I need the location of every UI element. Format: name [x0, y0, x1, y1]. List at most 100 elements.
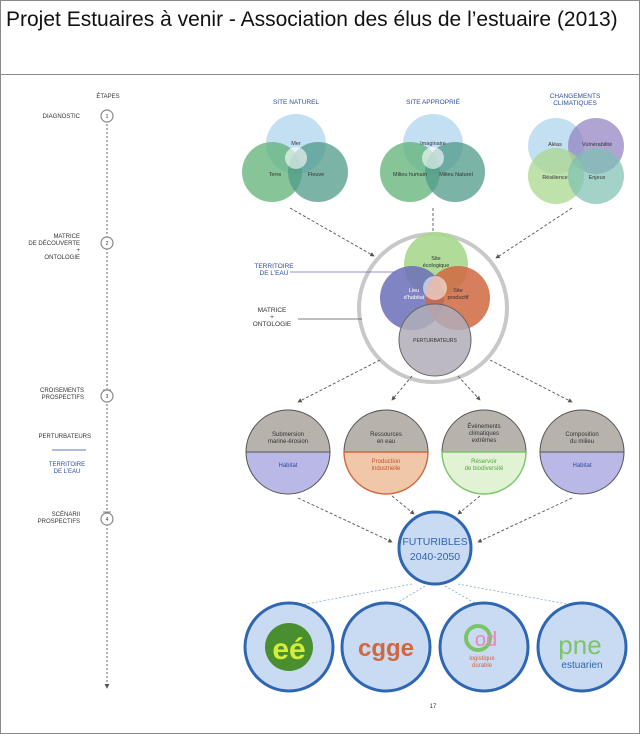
step-label: ONTOLOGIE — [44, 255, 80, 261]
step-number: 4 — [106, 517, 109, 523]
venn-label: Vulnérabilité — [582, 142, 612, 148]
logo-text: od — [475, 629, 497, 651]
territoire-label: DE L’EAU — [54, 469, 81, 475]
crossing-bottom: Production — [372, 459, 401, 465]
step-number: 2 — [106, 241, 109, 247]
set-site-approprie: SITE APPROPRIÉ Imaginaire Milieu humain … — [380, 97, 485, 202]
slide-title: Projet Estuaires à venir - Association d… — [6, 8, 618, 31]
crossing-4: Composition du milieu Habitat — [539, 409, 625, 495]
matrix-diagram: Site écologique Lieu d’habitat Site prod… — [357, 232, 509, 384]
step-number-circle — [100, 236, 114, 250]
logo-pne: pne estuarien — [536, 601, 628, 693]
step-label: DIAGNOSTIC — [43, 114, 81, 120]
crossing-1: Submersion marine-érosion Habitat — [245, 409, 331, 495]
set-title: CLIMATIQUES — [553, 100, 597, 107]
venn-label: Résilience — [542, 175, 567, 181]
matrix-label-left: ONTOLOGIE — [253, 321, 292, 328]
arrow — [477, 497, 573, 543]
crossing-top: Ressources — [370, 432, 402, 438]
step-diagnostic: DIAGNOSTIC 1 — [43, 109, 114, 123]
set-title: SITE NATUREL — [273, 99, 319, 106]
page-number: 17 — [430, 704, 437, 710]
arrow — [495, 207, 573, 259]
step-number-circle — [100, 109, 114, 123]
logo-sub: durable — [472, 663, 493, 669]
arrow — [391, 375, 413, 401]
arrow — [391, 495, 415, 515]
crossing-bottom: Habitat — [278, 463, 297, 469]
territoire-label: TERRITOIRE — [49, 462, 85, 468]
futuribles-title: FUTURIBLES — [402, 536, 467, 548]
step-croisements: CROISEMENTS PROSPECTIFS 3 — [40, 388, 114, 403]
matrix-label: écologique — [423, 263, 450, 269]
logo-text: cgge — [358, 635, 414, 662]
venn-label: Mer — [291, 141, 301, 147]
step-number-circle — [100, 389, 114, 403]
steps-header: ÉTAPES — [96, 93, 119, 100]
crossing-bottom: Habitat — [572, 463, 591, 469]
arrow — [297, 497, 393, 543]
matrix-label: Lieu — [409, 288, 419, 294]
logo-od: od logistique durable — [438, 601, 530, 693]
arrow — [457, 375, 481, 401]
matrix-label: d’habitat — [404, 295, 425, 301]
crossing-top: Événements — [467, 423, 500, 430]
crossing-top: en eau — [377, 439, 395, 445]
step-label: MATRICE — [53, 234, 80, 240]
step-number: 3 — [106, 394, 109, 400]
venn-label: Milieu Naturel — [439, 172, 473, 178]
crossing-top: du milieu — [570, 439, 594, 445]
step-label: CROISEMENTS — [40, 388, 84, 394]
perturbateurs-label: PERTURBATEURS — [39, 434, 91, 440]
step-label: SCÉNARII — [52, 511, 81, 518]
venn-label: Aléas — [548, 142, 562, 148]
step-matrice: MATRICE DE DÉCOUVERTE + ONTOLOGIE 2 — [28, 234, 114, 261]
matrix-label-left: MATRICE — [258, 307, 287, 314]
set-title: SITE APPROPRIÉ — [406, 97, 460, 106]
crossing-top: extrêmes — [472, 438, 497, 444]
step-label: DE DÉCOUVERTE — [28, 240, 80, 247]
arrow — [457, 495, 481, 515]
matrix-label-left: + — [270, 314, 274, 321]
set-title: CHANGEMENTS — [550, 93, 601, 100]
matrix-label: Site — [453, 288, 462, 294]
venn-label: Fleuve — [308, 172, 325, 178]
logo-sub: logistique — [469, 656, 495, 662]
step-label: PROSPECTIFS — [42, 395, 84, 401]
logo-text: eé — [272, 633, 305, 666]
logo-text: pne — [558, 630, 601, 660]
venn-label: Milieu humain — [393, 172, 427, 178]
crossing-2: Ressources en eau Production industriell… — [343, 409, 429, 495]
futuribles-years: 2040-2050 — [410, 551, 460, 563]
crossing-bottom: Réservoir — [471, 459, 497, 465]
logo-ee: eé — [243, 601, 335, 693]
step-number: 1 — [106, 114, 109, 120]
step-number-circle — [100, 512, 114, 526]
venn-label: Terre — [269, 172, 282, 178]
step-label: + — [76, 248, 80, 254]
matrix-label: Site — [431, 256, 440, 262]
matrix-territoire-label: DE L’EAU — [260, 270, 289, 277]
set-changements-climatiques: CHANGEMENTS CLIMATIQUES Aléas Vulnérabil… — [528, 93, 624, 204]
crossing-bottom: industrielle — [372, 466, 401, 472]
crossing-top: climatiques — [469, 431, 499, 437]
logo-cgge: cgge — [340, 601, 432, 693]
estuaires-diagram: ÉTAPES DIAGNOSTIC 1 MATRICE DE DÉCOUVERT… — [28, 93, 628, 710]
crossing-top: Submersion — [272, 432, 304, 438]
venn-label: Enjeux — [589, 175, 606, 181]
crossing-top: marine-érosion — [268, 439, 308, 445]
venn-label: Imaginaire — [420, 141, 446, 147]
crossing-top: Composition — [565, 432, 598, 438]
matrix-label: PERTURBATEURS — [413, 338, 457, 344]
logo-sub: estuarien — [561, 660, 602, 671]
step-scenarii: SCÉNARII PROSPECTIFS 4 — [38, 511, 114, 526]
title-divider — [0, 74, 640, 75]
crossing-bottom: de biodiversité — [465, 466, 504, 472]
set-site-naturel: SITE NATUREL Mer Terre Fleuve — [242, 99, 348, 202]
steps-column: ÉTAPES DIAGNOSTIC 1 MATRICE DE DÉCOUVERT… — [28, 93, 120, 689]
arrow — [289, 207, 375, 257]
matrix-label: productif — [447, 295, 469, 301]
crossing-3: Événements climatiques extrêmes Réservoi… — [441, 409, 527, 495]
arrow — [489, 359, 573, 403]
step-label: PROSPECTIFS — [38, 519, 80, 525]
